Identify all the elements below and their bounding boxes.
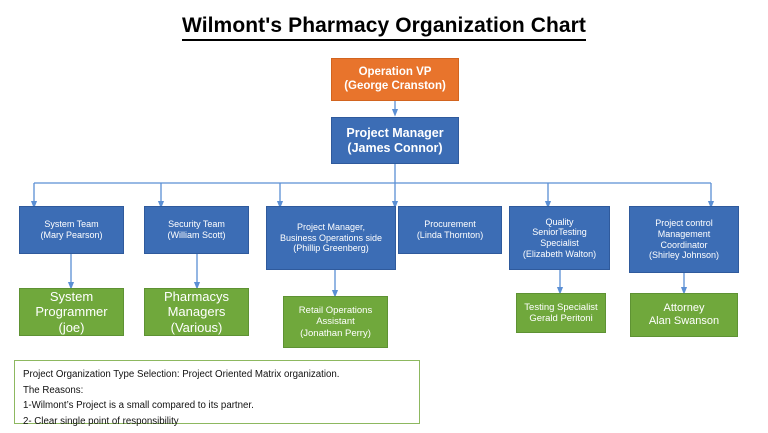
node-business-ops-project-manager[interactable]: Project Manager, Business Operations sid…: [266, 206, 396, 270]
node-testing-specialist[interactable]: Testing Specialist Gerald Peritoni: [516, 293, 606, 333]
node-system-programmer[interactable]: System Programmer (joe): [19, 288, 124, 336]
node-project-control-management-coordinator[interactable]: Project control Management Coordinator (…: [629, 206, 739, 273]
node-system-programmer-role-line1: System: [49, 289, 94, 305]
node-pharmacys-managers-person: (Various): [170, 319, 223, 335]
node-system-team-person: (Mary Pearson): [40, 230, 103, 240]
node-testing-specialist-role: Testing Specialist: [524, 301, 598, 313]
footnote-line-4: 2- Clear single point of responsibility: [23, 416, 179, 428]
node-project-manager-role: Project Manager: [346, 125, 444, 140]
node-project-manager[interactable]: Project Manager (James Connor): [331, 117, 459, 164]
page-title-text: Wilmont's Pharmacy Organization Chart: [181, 14, 587, 41]
node-system-team[interactable]: System Team (Mary Pearson): [19, 206, 124, 254]
node-attorney[interactable]: Attorney Alan Swanson: [630, 293, 738, 337]
node-project-control-person: (Shirley Johnson): [648, 250, 720, 261]
footnote-box: Project Organization Type Selection: Pro…: [14, 360, 420, 427]
node-system-programmer-role-line2: Programmer: [35, 304, 108, 320]
node-system-team-role: System Team: [44, 219, 99, 230]
node-project-control-role-line2: Management: [657, 228, 711, 239]
node-pharmacys-managers[interactable]: Pharmacys Managers (Various): [144, 288, 249, 336]
footnote-line-2: The Reasons:: [23, 384, 84, 396]
node-procurement-role: Procurement: [424, 219, 476, 230]
node-business-ops-pm-person: (Phillip Greenberg): [293, 243, 369, 254]
node-security-team-role: Security Team: [168, 219, 225, 230]
node-quality-senior-testing-specialist[interactable]: Quality SeniorTesting Specialist (Elizab…: [509, 206, 610, 270]
node-retail-operations-assistant[interactable]: Retail Operations Assistant (Jonathan Pe…: [283, 296, 388, 348]
node-procurement-person: (Linda Thornton): [416, 230, 484, 240]
node-pharmacys-managers-role-line2: Managers: [167, 304, 226, 320]
node-attorney-person: Alan Swanson: [648, 315, 720, 327]
node-procurement[interactable]: Procurement (Linda Thornton): [398, 206, 502, 254]
node-business-ops-pm-role-line2: Business Operations side: [279, 232, 383, 243]
node-security-team-person: (William Scott): [167, 230, 226, 240]
node-operation-vp-role: Operation VP: [358, 65, 432, 78]
node-project-control-role-line1: Project control: [655, 218, 713, 229]
node-retail-ops-assistant-role-line1: Retail Operations: [298, 305, 373, 317]
node-business-ops-pm-role-line1: Project Manager,: [296, 222, 366, 233]
node-project-control-role-line3: Coordinator: [660, 239, 708, 250]
node-attorney-role: Attorney: [663, 302, 705, 315]
page-title: Wilmont's Pharmacy Organization Chart: [0, 14, 768, 41]
node-testing-specialist-person: Gerald Peritoni: [529, 313, 593, 324]
node-operation-vp-person: (George Cranston): [344, 79, 446, 92]
node-quality-specialist-role-line1: Quality: [545, 216, 574, 227]
node-project-manager-person: (James Connor): [347, 140, 443, 155]
node-quality-specialist-person: (Elizabeth Walton): [522, 248, 597, 259]
node-operation-vp[interactable]: Operation VP (George Cranston): [331, 58, 459, 101]
node-security-team[interactable]: Security Team (William Scott): [144, 206, 249, 254]
node-pharmacys-managers-role-line1: Pharmacys: [163, 289, 230, 305]
node-retail-ops-assistant-person: (Jonathan Perry): [300, 327, 371, 339]
node-system-programmer-person: (joe): [58, 319, 85, 335]
node-quality-specialist-role-line2: SeniorTesting: [532, 227, 587, 238]
footnote-line-1: Project Organization Type Selection: Pro…: [23, 369, 340, 380]
node-retail-ops-assistant-role-line2: Assistant: [316, 316, 355, 328]
node-quality-specialist-role-line3: Specialist: [540, 238, 579, 248]
footnote-line-3: 1-Wilmont’s Project is a small compared …: [23, 400, 254, 412]
